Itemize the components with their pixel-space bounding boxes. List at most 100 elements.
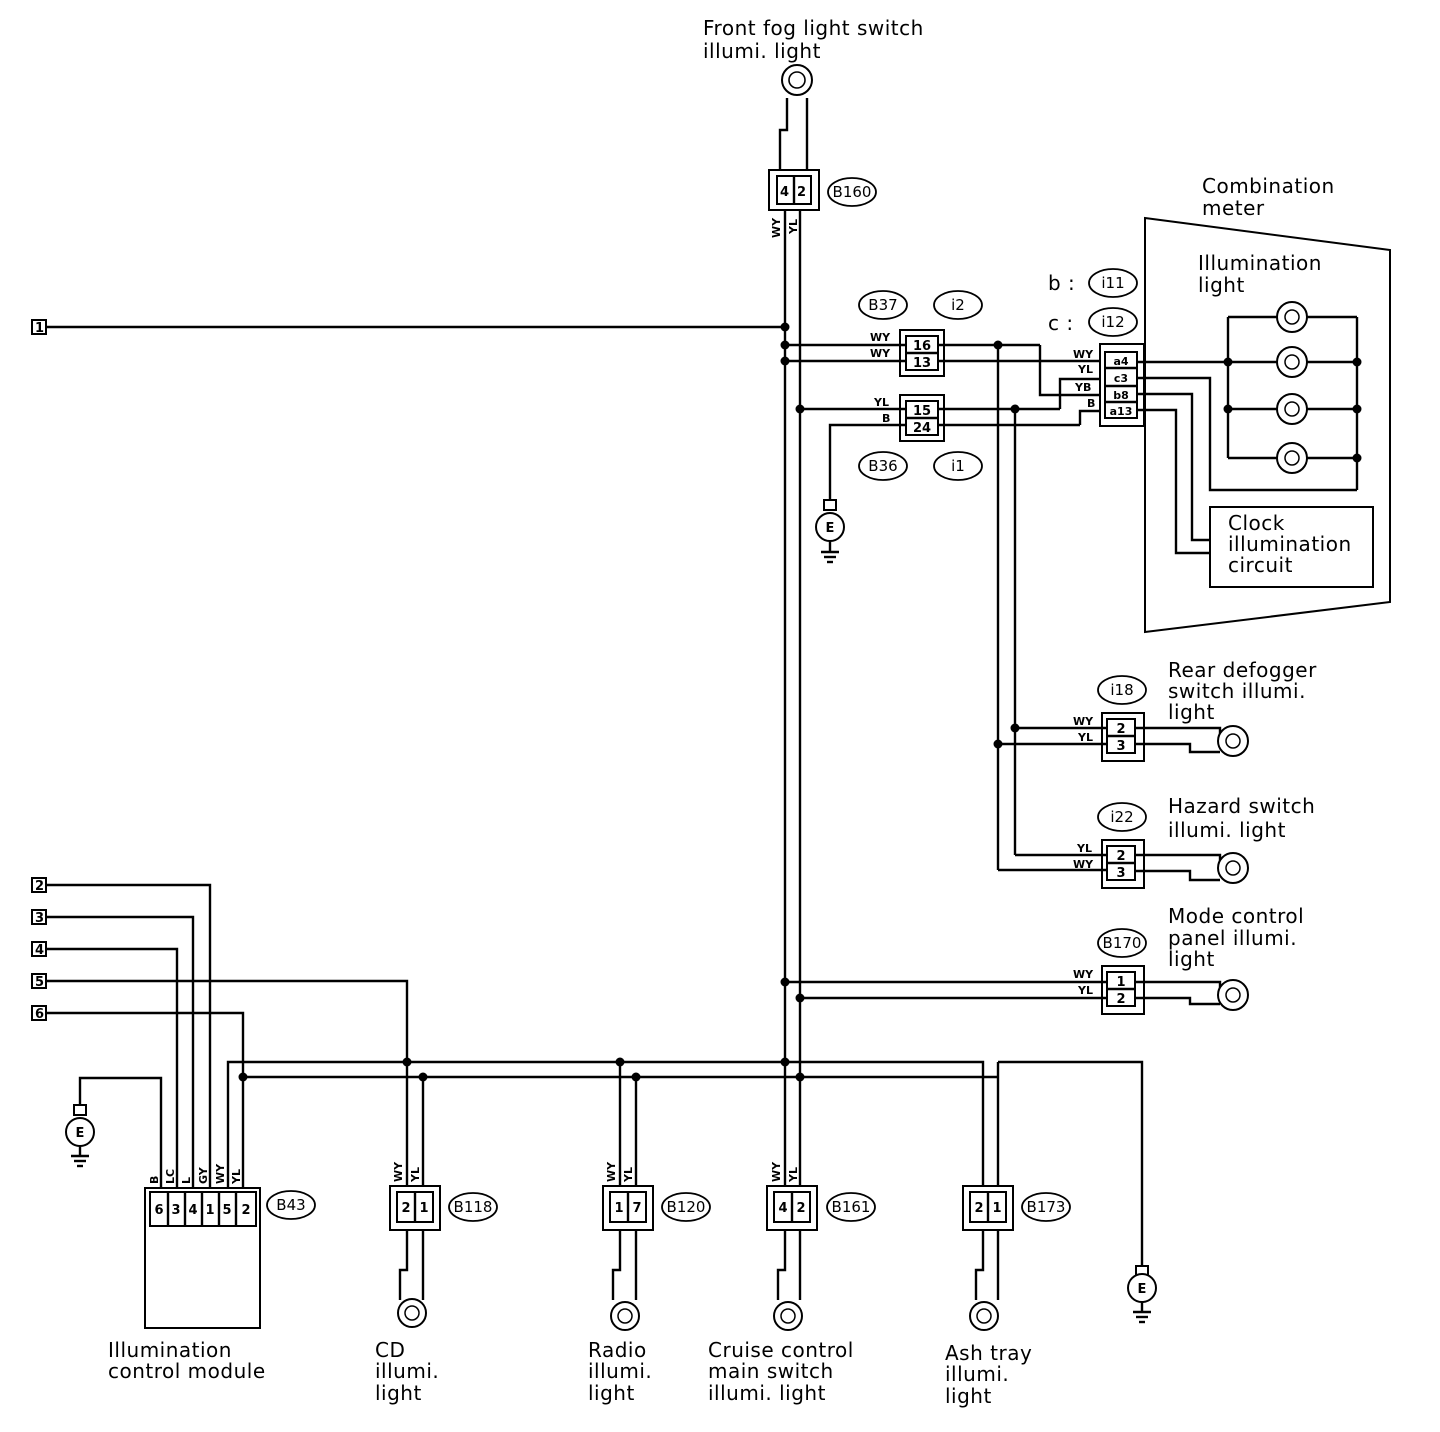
b170-pin-1: 1 <box>1116 975 1125 990</box>
b43-pin-5: 5 <box>222 1203 231 1218</box>
b37-pin-1: 16 <box>913 339 931 354</box>
b43-wire-yl: YL <box>230 1169 243 1185</box>
b43-wire-wy: WY <box>214 1163 227 1184</box>
i22-pin-1: 2 <box>1116 849 1125 864</box>
b36-wire-b: B <box>882 412 890 425</box>
mode-label-3: light <box>1168 947 1215 971</box>
meter-wire-yb: YB <box>1074 381 1091 394</box>
b120-pin-2: 7 <box>632 1201 641 1216</box>
ground-b36-symbol: E <box>826 521 835 536</box>
b43-pin-1: 6 <box>154 1203 163 1218</box>
b43-pin-6: 2 <box>241 1203 250 1218</box>
hazard-bulb <box>1217 852 1249 884</box>
i2-id: i2 <box>951 296 965 314</box>
combination-meter-outline <box>1144 216 1391 634</box>
b173-pin-2: 1 <box>992 1201 1001 1216</box>
connector-b120: 1 7 <box>602 1185 654 1231</box>
b173-tag: B173 <box>1021 1192 1071 1222</box>
radio-bulb <box>610 1301 640 1331</box>
b36-wire-yl: YL <box>873 396 889 409</box>
terminal-4-label: 4 <box>35 943 44 958</box>
meter-pin-3: b8 <box>1113 389 1129 402</box>
connector-b37: 16 13 <box>899 329 945 377</box>
i2-tag: i2 <box>933 290 983 320</box>
b118-wire-wy: WY <box>392 1161 405 1182</box>
b43-wire-l: L <box>180 1177 193 1184</box>
i22-id: i22 <box>1110 808 1133 826</box>
connector-b161: 4 2 <box>766 1185 818 1231</box>
ash-tray-bulb <box>969 1301 999 1331</box>
i22-tag: i22 <box>1097 802 1147 832</box>
terminal-3-label: 3 <box>35 911 44 926</box>
fog-light-bulb <box>781 64 813 96</box>
b43-wire-gy: GY <box>197 1166 210 1184</box>
b160-wire-yl: YL <box>787 219 800 235</box>
cd-label-1: CD <box>375 1338 405 1362</box>
i12-id: i12 <box>1101 313 1124 331</box>
b160-id: B160 <box>833 183 872 201</box>
meter-bulb-array <box>1223 301 1362 490</box>
b37-pin-2: 13 <box>913 356 931 371</box>
b170-wire-yl: YL <box>1077 984 1093 997</box>
i18-pin-2: 3 <box>1116 739 1125 754</box>
hazard-label-1: Hazard switch <box>1168 794 1315 818</box>
terminal-4: 4 <box>31 941 47 958</box>
b36-id: B36 <box>868 457 897 475</box>
terminal-6-label: 6 <box>35 1007 44 1022</box>
b118-id: B118 <box>454 1198 493 1216</box>
meter-pin-2: c3 <box>1114 372 1128 385</box>
b36-pin-2: 24 <box>913 421 931 436</box>
terminal-3: 3 <box>31 909 47 926</box>
cruise-label-3: illumi. light <box>708 1381 826 1405</box>
b36-tag: B36 <box>858 451 908 481</box>
radio-label-1: Radio <box>588 1338 647 1362</box>
ground-bottom-right: E <box>1127 1265 1157 1324</box>
terminal-2: 2 <box>31 877 47 894</box>
terminal-5: 5 <box>31 973 47 990</box>
clock-circuit-box <box>1209 506 1374 588</box>
i18-pin-1: 2 <box>1116 722 1125 737</box>
b43-wire-b: B <box>148 1176 161 1184</box>
terminal-6: 6 <box>31 1005 47 1022</box>
ash-label-2: illumi. <box>945 1362 1009 1386</box>
hazard-label-2: illumi. light <box>1168 818 1286 842</box>
rear-defogger-bulb <box>1217 725 1249 757</box>
connector-b43: 6 3 4 1 5 2 <box>144 1187 261 1329</box>
b161-wire-wy: WY <box>770 1161 783 1182</box>
i22-wire-wy: WY <box>1073 858 1094 871</box>
meter-wire-wy: WY <box>1073 348 1094 361</box>
connector-b170: 1 2 <box>1101 965 1145 1015</box>
b37-wire-wy-1: WY <box>870 331 891 344</box>
defog-label-3: light <box>1168 700 1215 724</box>
i18-id: i18 <box>1110 681 1133 699</box>
mode-control-bulb <box>1217 979 1249 1011</box>
b170-tag: B170 <box>1097 928 1147 958</box>
b120-wire-wy: WY <box>605 1161 618 1182</box>
cruise-label-1: Cruise control <box>708 1338 854 1362</box>
b43-pin-2: 3 <box>171 1203 180 1218</box>
mode-label-1: Mode control <box>1168 904 1304 928</box>
b37-tag: B37 <box>858 290 908 320</box>
i22-wire-yl: YL <box>1076 842 1092 855</box>
terminal-1-label: 1 <box>35 321 44 336</box>
i22-pin-2: 3 <box>1116 866 1125 881</box>
b43-tag: B43 <box>266 1190 316 1220</box>
fog-light-label-2: illumi. light <box>703 39 821 63</box>
connector-b118: 2 1 <box>389 1185 441 1231</box>
b173-id: B173 <box>1027 1198 1066 1216</box>
radio-label-3: light <box>588 1381 635 1405</box>
i11-id: i11 <box>1101 274 1124 292</box>
b118-wire-yl: YL <box>409 1167 422 1183</box>
b120-wire-yl: YL <box>622 1167 635 1183</box>
combo-label-1: Combination <box>1202 174 1335 198</box>
b161-id: B161 <box>832 1198 871 1216</box>
b37-wire-wy-2: WY <box>870 347 891 360</box>
b170-wire-wy: WY <box>1073 968 1094 981</box>
cruise-bulb <box>773 1301 803 1331</box>
b118-pin-1: 2 <box>401 1201 410 1216</box>
i18-wire-wy: WY <box>1073 715 1094 728</box>
defog-label-2: switch illumi. <box>1168 679 1306 703</box>
cd-label-2: illumi. <box>375 1359 439 1383</box>
illum-label-2: light <box>1198 273 1245 297</box>
